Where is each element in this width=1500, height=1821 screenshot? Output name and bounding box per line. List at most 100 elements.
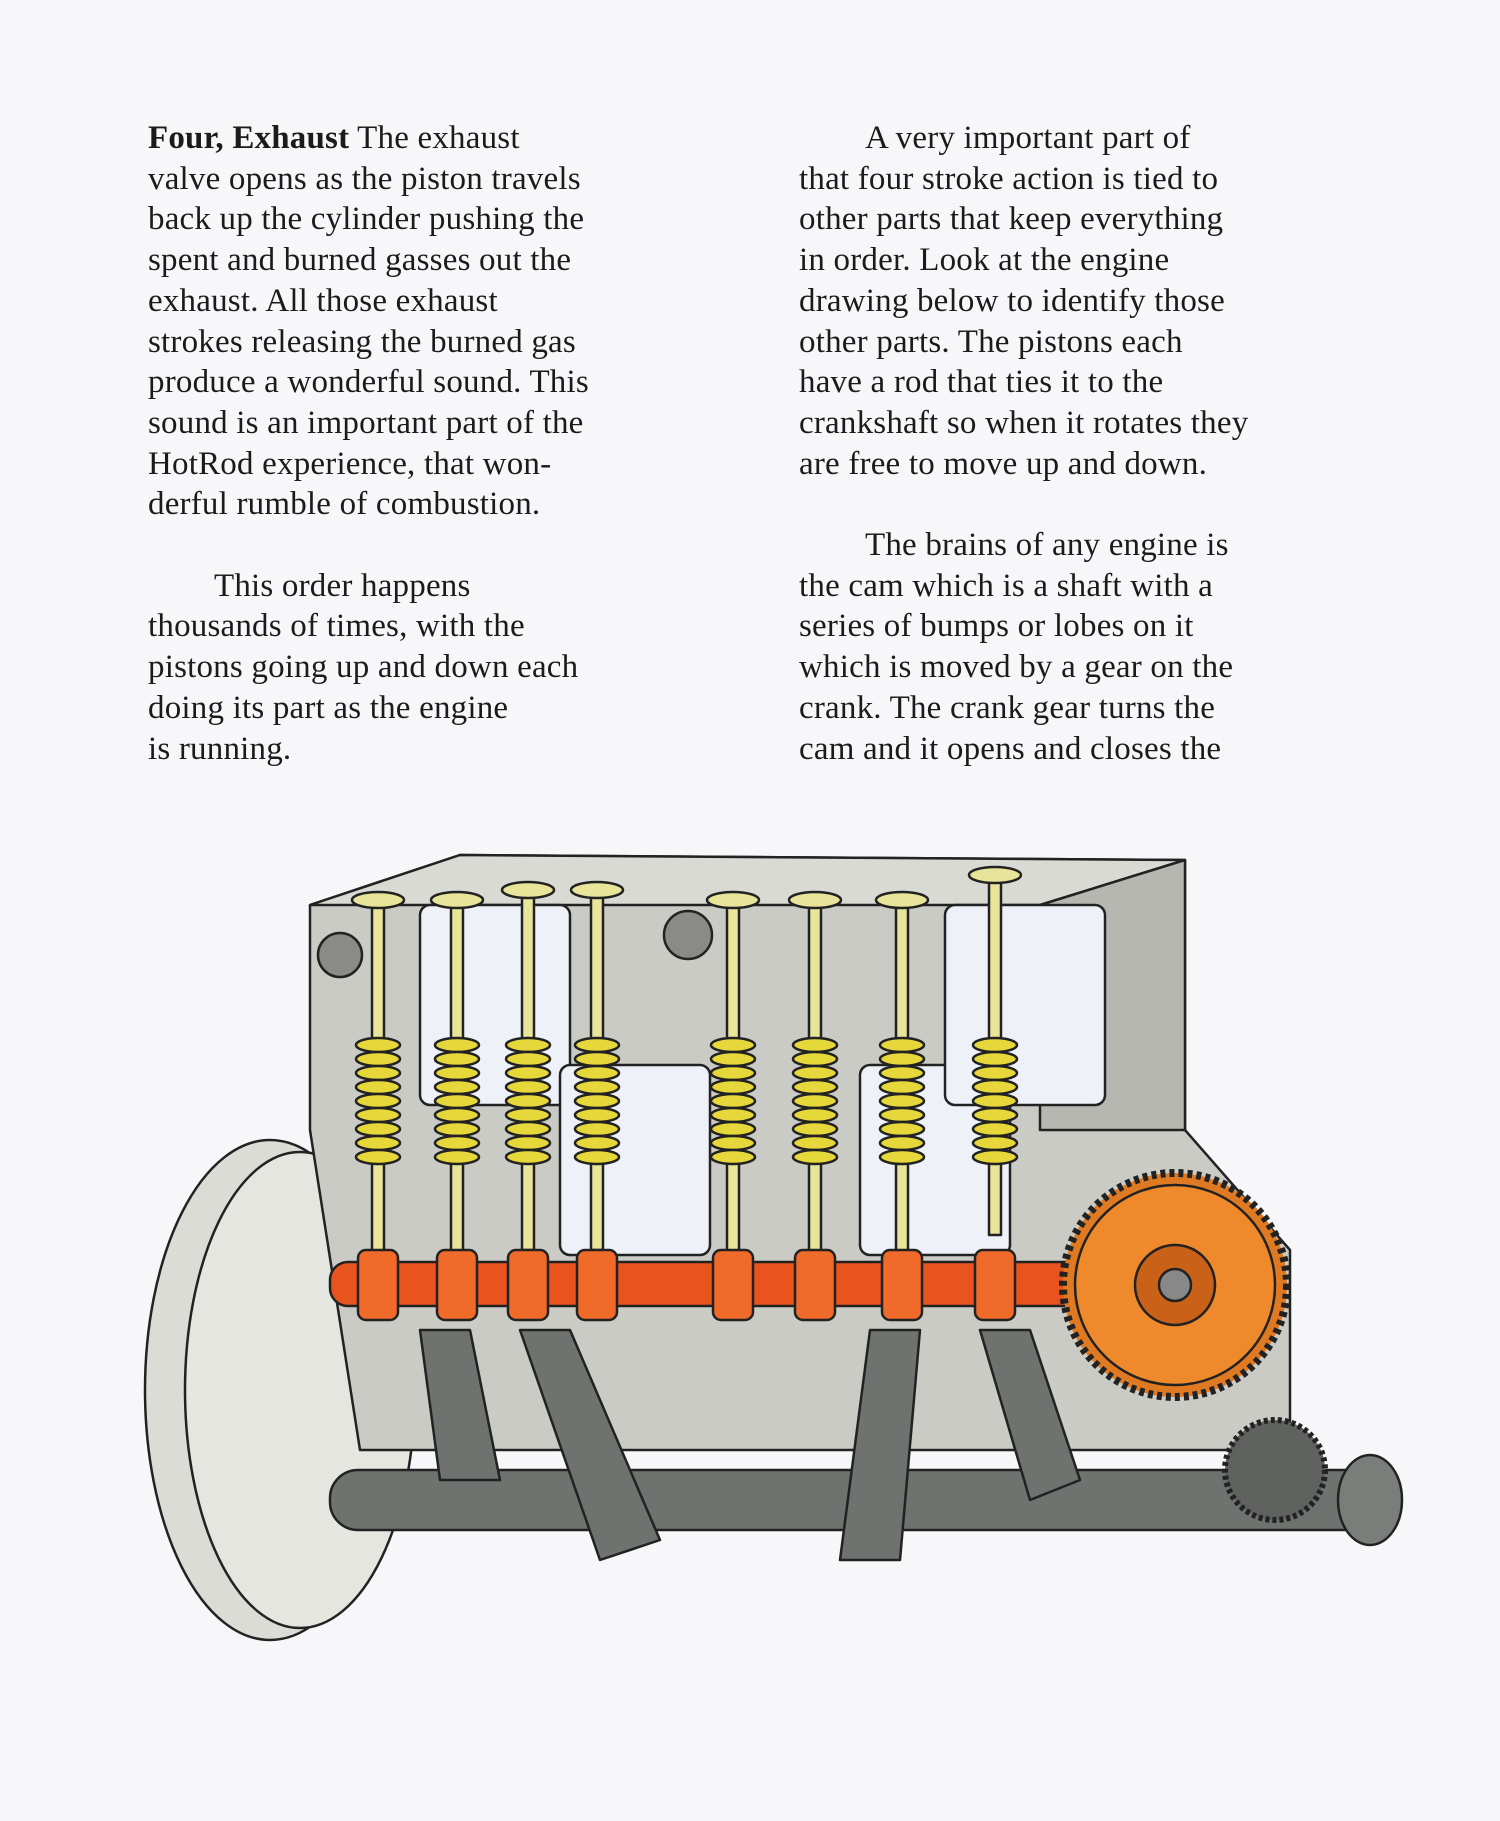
valve-spring-coil	[354, 1148, 402, 1166]
text-line: is running.	[148, 730, 292, 767]
valve-spring-coil	[709, 1078, 757, 1096]
text-line: have a rod that ties it to the	[799, 364, 1164, 401]
text-line: which is moved by a gear on the	[799, 649, 1234, 686]
valve-spring-coil	[504, 1078, 552, 1096]
valve-spring-coil	[573, 1148, 621, 1166]
text-line: exhaust. All those exhaust	[148, 282, 498, 319]
valve-spring-coil	[573, 1050, 621, 1068]
text-line: This order happens	[214, 567, 471, 604]
valve-spring-coil	[971, 1106, 1019, 1124]
valve-spring-coil	[878, 1106, 926, 1124]
text-line: spent and burned gasses out the	[148, 242, 572, 279]
valve-spring-coil	[791, 1134, 839, 1152]
valve-spring-coil	[354, 1120, 402, 1138]
text-line: crankshaft so when it rotates they	[799, 404, 1249, 441]
cam-lobes	[356, 1248, 1017, 1322]
valve-spring-coil	[504, 1092, 552, 1110]
text-line: other parts. The pistons each	[799, 323, 1183, 360]
valve-spring-coil	[878, 1078, 926, 1096]
valve-spring-coil	[791, 1036, 839, 1054]
cam-lobe	[973, 1248, 1017, 1322]
valve-spring-coil	[573, 1134, 621, 1152]
text-line: the cam which is a shaft with a	[799, 567, 1213, 604]
valves	[350, 865, 1023, 1262]
valve-spring-coil	[354, 1134, 402, 1152]
text-line: Four, Exhaust The exhaust	[148, 120, 520, 156]
valve-spring-coil	[504, 1050, 552, 1068]
text-line: A very important part of	[865, 120, 1191, 156]
cam-lobe	[506, 1248, 550, 1322]
valve-spring-coil	[791, 1078, 839, 1096]
valve-spring-coil	[878, 1148, 926, 1166]
text-line: derful rumble of combustion.	[148, 486, 541, 523]
valve-spring-coil	[791, 1120, 839, 1138]
text-line: valve opens as the piston travels	[148, 160, 581, 197]
valve-spring-coil	[878, 1036, 926, 1054]
cam-lobe	[711, 1248, 755, 1322]
valve-spring-coil	[791, 1092, 839, 1110]
text-line: thousands of times, with the	[148, 608, 525, 645]
valve-spring-coil	[433, 1078, 481, 1096]
valve-head	[705, 890, 761, 910]
valve-head	[787, 890, 843, 910]
valve-spring-coil	[709, 1134, 757, 1152]
text-line: sound is an important part of the	[148, 404, 584, 441]
valve-spring-coil	[878, 1050, 926, 1068]
valve-spring-coil	[354, 1064, 402, 1082]
valve-spring-coil	[433, 1148, 481, 1166]
engine-illustration	[143, 853, 1404, 1642]
valve-spring-coil	[878, 1064, 926, 1082]
valve-spring-coil	[791, 1106, 839, 1124]
valve-head	[500, 880, 556, 900]
valve-spring-coil	[433, 1092, 481, 1110]
cam-lobe	[793, 1248, 837, 1322]
text-line: The brains of any engine is	[865, 527, 1229, 564]
valve-spring-coil	[573, 1106, 621, 1124]
valve-spring-coil	[354, 1050, 402, 1068]
valve-spring-coil	[504, 1064, 552, 1082]
valve-spring-coil	[504, 1106, 552, 1124]
valve-spring-coil	[971, 1120, 1019, 1138]
valve-spring-coil	[354, 1078, 402, 1096]
text-line: other parts that keep everything	[799, 201, 1224, 238]
valve-spring-coil	[433, 1106, 481, 1124]
valve-spring-coil	[791, 1148, 839, 1166]
valve-spring-coil	[971, 1036, 1019, 1054]
left-column: Four, Exhaust The exhaust valve opens as…	[148, 118, 589, 769]
text-line: cam and it opens and closes the	[799, 730, 1222, 767]
valve-spring-coil	[354, 1106, 402, 1124]
valve-spring-coil	[709, 1106, 757, 1124]
valve-spring-coil	[573, 1064, 621, 1082]
text-line: pistons going up and down each	[148, 649, 579, 686]
valve-spring-coil	[971, 1064, 1019, 1082]
valve-spring-coil	[433, 1064, 481, 1082]
text-line: produce a wonderful sound. This	[148, 364, 589, 401]
valve-head	[429, 890, 485, 910]
cam-lobe	[880, 1248, 924, 1322]
valve-head	[350, 890, 406, 910]
valve-spring-coil	[573, 1092, 621, 1110]
valve-spring-coil	[433, 1050, 481, 1068]
cam-lobe	[435, 1248, 479, 1322]
cam-lobe	[575, 1248, 619, 1322]
valve-spring-coil	[709, 1064, 757, 1082]
valve-spring-coil	[504, 1134, 552, 1152]
valve-spring-coil	[709, 1120, 757, 1138]
text-line: drawing below to identify those	[799, 282, 1225, 319]
valve-spring-coil	[709, 1050, 757, 1068]
valve-spring-coil	[573, 1078, 621, 1096]
valve-head	[874, 890, 930, 910]
valve-spring-coil	[971, 1092, 1019, 1110]
valve-spring-coil	[573, 1036, 621, 1054]
valve-spring-coil	[504, 1148, 552, 1166]
valve-spring-coil	[709, 1092, 757, 1110]
valve-spring-coil	[971, 1148, 1019, 1166]
crankshaft	[328, 1328, 1404, 1562]
valve-spring-coil	[971, 1078, 1019, 1096]
valve-spring-coil	[971, 1050, 1019, 1068]
text-line: back up the cylinder pushing the	[148, 201, 585, 238]
valve-spring-coil	[878, 1092, 926, 1110]
right-column: A very important part of that four strok…	[799, 118, 1248, 769]
cam-gear	[1059, 1169, 1291, 1401]
valve-spring-coil	[354, 1036, 402, 1054]
